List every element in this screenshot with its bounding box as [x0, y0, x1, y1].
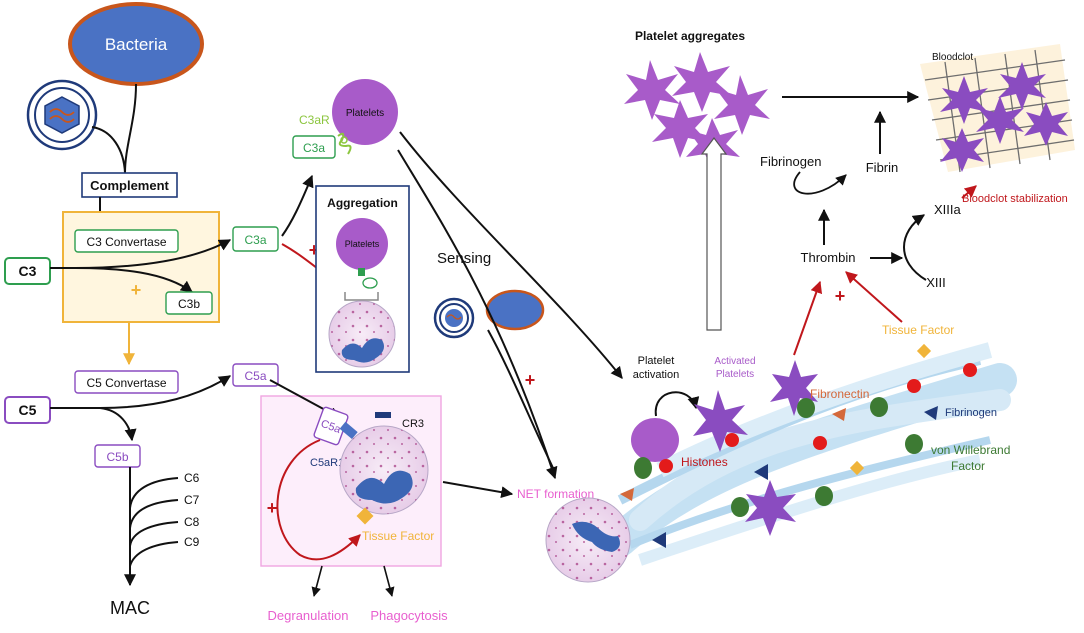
- plus-red-thrombin: +: [835, 286, 846, 306]
- bloodclot-stabilization-label: Bloodclot stabilization: [962, 193, 1068, 205]
- aggregation-title: Aggregation: [327, 196, 398, 210]
- tissue-factor-net-label: Tissue Factor: [882, 323, 954, 337]
- hollow-arrow-up: [700, 137, 728, 331]
- platelet-top-label: Platelets: [346, 108, 384, 119]
- thrombin-label: Thrombin: [801, 250, 856, 265]
- fibrinogen-net-label: Fibrinogen: [945, 407, 997, 419]
- activated-platelet-3: [745, 480, 796, 536]
- fibrinogen-label: Fibrinogen: [760, 154, 821, 169]
- cr3-label: CR3: [402, 418, 424, 430]
- activated-platelet-1: [693, 390, 748, 452]
- platelet-aggregates-title: Platelet aggregates: [635, 29, 745, 43]
- c8-label: C8: [184, 515, 200, 529]
- platelet-activation-label-2: activation: [633, 369, 679, 381]
- bacteria-node: Bacteria: [68, 2, 204, 86]
- fibronectin-label: Fibronectin: [810, 387, 869, 401]
- activated-platelets-label-1: Activated: [714, 356, 755, 367]
- platelet-aggregates-cluster: [624, 52, 770, 170]
- fibrin-label: Fibrin: [866, 160, 899, 175]
- c3-label: C3: [19, 263, 37, 279]
- vwf-label-2: Factor: [951, 459, 985, 473]
- c3a-box: [232, 226, 279, 252]
- activated-platelets-label-2: Platelets: [716, 369, 754, 380]
- xiiia-label: XIIIa: [934, 202, 962, 217]
- bacteria-label: Bacteria: [105, 35, 168, 54]
- xiii-label: XIII: [926, 275, 946, 290]
- activated-platelet-2: [770, 360, 818, 416]
- c5-box: [4, 396, 51, 424]
- complement-box: [81, 172, 178, 198]
- c5b-box: [94, 444, 141, 468]
- platelet-resting: [631, 418, 679, 462]
- platelet-aggregation: [336, 218, 388, 270]
- phagocytosis-label: Phagocytosis: [370, 608, 448, 623]
- c3a-label: C3a: [244, 233, 266, 247]
- vwf-label-1: von Willebrand: [931, 443, 1010, 457]
- plus-yellow: +: [131, 280, 142, 300]
- platelet-top: [332, 79, 398, 145]
- c5b-label: C5b: [106, 450, 128, 464]
- c5a-label: C5a: [244, 369, 266, 383]
- histones-label: Histones: [681, 455, 728, 469]
- c3a-bound-label: C3a: [303, 141, 325, 155]
- c5-label: C5: [19, 402, 37, 418]
- c5-convertase-label: C5 Convertase: [86, 376, 166, 390]
- mac-label: MAC: [110, 598, 150, 618]
- c5a-box: [232, 363, 279, 387]
- complement-label: Complement: [90, 178, 169, 193]
- c6-label: C6: [184, 471, 200, 485]
- plus-red-sensing: +: [525, 370, 536, 390]
- bloodclot-label: Bloodclot: [932, 52, 973, 63]
- platelet-aggregation-label: Platelets: [345, 239, 380, 249]
- plus-red-aggregation: +: [309, 240, 320, 260]
- c3-box: [4, 257, 51, 285]
- net-formation-label: NET formation: [517, 487, 594, 501]
- c3b-label: C3b: [178, 297, 200, 311]
- virus-icon: [26, 79, 98, 151]
- c3a-bound-box: [292, 135, 336, 159]
- sensing-label: Sensing: [437, 250, 491, 267]
- c3-convertase-label: C3 Convertase: [86, 235, 166, 249]
- c3ar-label: C3aR: [299, 113, 330, 127]
- c7-label: C7: [184, 493, 200, 507]
- c5ar1-label: C5aR1: [310, 457, 344, 469]
- degranulation-label: Degranulation: [268, 608, 349, 623]
- bloodclot-mesh: [920, 44, 1075, 173]
- c3-convertase-box: [74, 229, 179, 253]
- c3b-box: [165, 291, 213, 315]
- platelet-activation-label-1: Platelet: [638, 355, 675, 367]
- c9-label: C9: [184, 535, 200, 549]
- tissue-factor-neutrophil-label: Tissue Factor: [362, 529, 434, 543]
- virus-sensing-icon: [433, 297, 475, 339]
- plus-red-c5ar1: +: [267, 498, 278, 518]
- c5-convertase-box: [74, 370, 179, 394]
